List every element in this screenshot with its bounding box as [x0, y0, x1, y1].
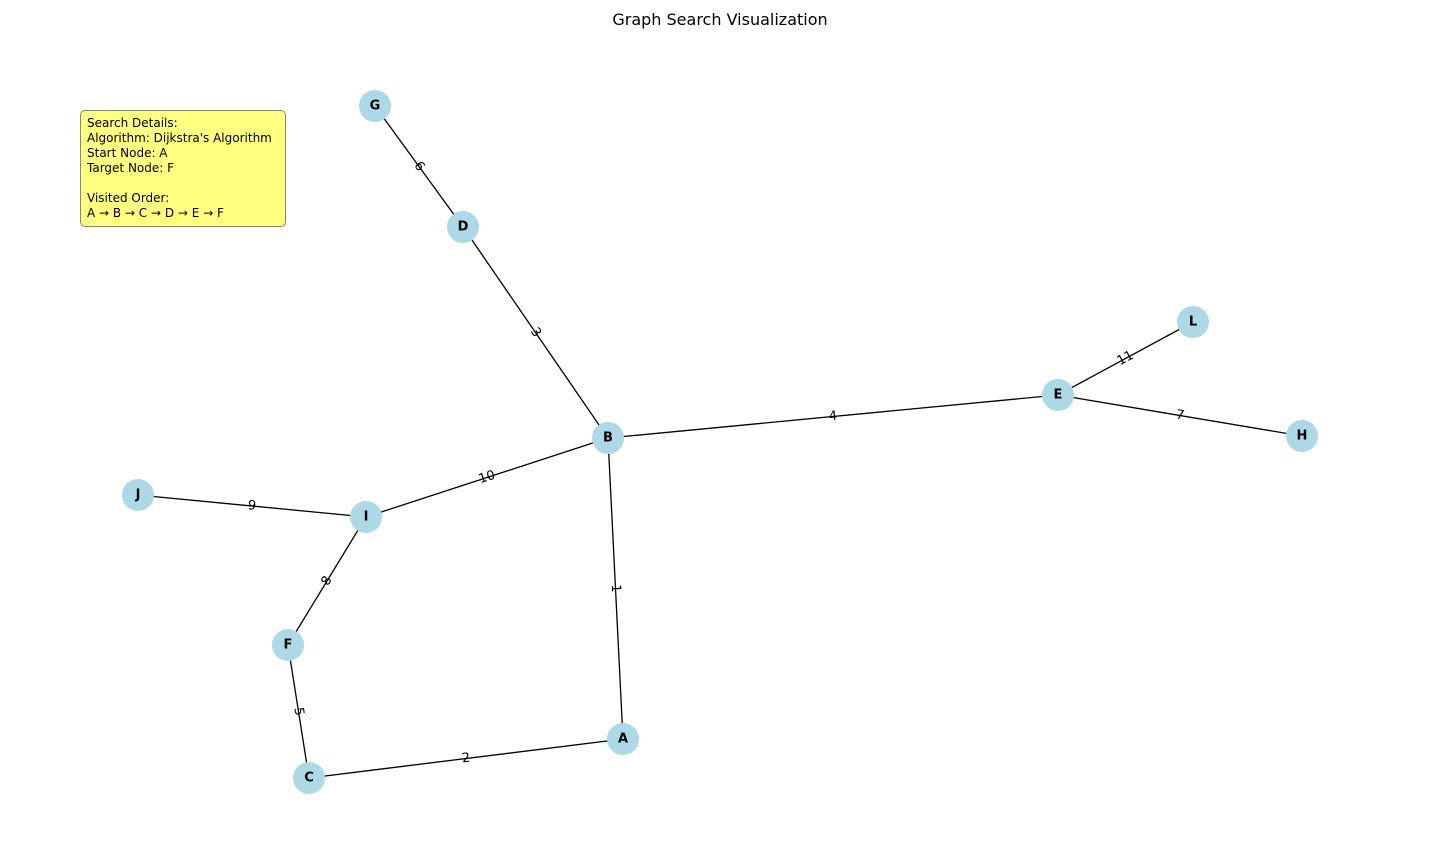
node-L: L [1177, 306, 1209, 338]
node-circle-I [350, 501, 382, 533]
algorithm-text: Algorithm: Dijkstra's Algorithm [87, 131, 272, 145]
node-label-L: L [1189, 315, 1197, 330]
node-C: C [293, 762, 325, 794]
node-circle-E [1042, 379, 1074, 411]
edge-F-C [287, 644, 310, 779]
node-label-E: E [1054, 388, 1063, 403]
nodes-layer: G D L E H B J I F A C [122, 90, 1318, 794]
edge-labels-layer: 6 3 4 11 7 10 9 8 5 1 2 [247, 159, 1185, 767]
node-I: I [350, 501, 382, 533]
node-circle-L [1177, 306, 1209, 338]
node-label-D: D [458, 220, 469, 235]
spacer [87, 176, 279, 191]
edges-layer [137, 105, 1303, 779]
start-node-text: Start Node: A [87, 146, 168, 160]
edge-J-I [137, 494, 367, 518]
edge-I-F [287, 516, 367, 646]
edge-weight-B-E: 4 [828, 409, 838, 425]
edge-G-D [374, 105, 464, 228]
node-F: F [272, 629, 304, 661]
edge-weight-F-C: 5 [290, 706, 306, 717]
node-J: J [122, 479, 154, 511]
node-circle-H [1286, 420, 1318, 452]
edge-weight-E-H: 7 [1175, 407, 1186, 423]
node-A: A [607, 723, 639, 755]
node-circle-F [272, 629, 304, 661]
node-circle-B [592, 422, 624, 454]
node-label-A: A [618, 732, 628, 747]
edge-weight-E-L: 11 [1115, 348, 1137, 369]
edge-weight-I-F: 8 [318, 574, 335, 589]
node-label-J: J [135, 488, 141, 503]
search-details-box: Search Details: Algorithm: Dijkstra's Al… [80, 110, 286, 227]
node-label-G: G [370, 99, 381, 114]
node-circle-C [293, 762, 325, 794]
edge-weight-C-A: 2 [461, 751, 471, 767]
edge-D-B [462, 226, 609, 439]
node-circle-D [447, 211, 479, 243]
visited-order-heading: Visited Order: [87, 191, 170, 205]
node-H: H [1286, 420, 1318, 452]
target-node-text: Target Node: F [87, 161, 175, 175]
edge-weight-B-A: 1 [608, 584, 623, 593]
node-label-F: F [284, 638, 293, 653]
edge-weight-G-D: 6 [410, 159, 427, 175]
edge-B-A [607, 437, 624, 740]
node-D: D [447, 211, 479, 243]
node-label-I: I [364, 510, 369, 525]
edge-B-E [607, 394, 1059, 439]
node-circle-J [122, 479, 154, 511]
node-label-B: B [603, 431, 613, 446]
edge-B-I [365, 437, 609, 518]
edge-E-L [1057, 321, 1194, 396]
edge-weight-B-I: 10 [477, 468, 497, 487]
node-label-C: C [304, 771, 314, 786]
edge-E-H [1057, 394, 1303, 437]
node-circle-A [607, 723, 639, 755]
search-details-heading: Search Details: [87, 116, 178, 130]
node-E: E [1042, 379, 1074, 411]
chart-title: Graph Search Visualization [612, 10, 828, 29]
edge-weight-D-B: 3 [527, 325, 544, 340]
node-circle-G [359, 90, 391, 122]
node-G: G [359, 90, 391, 122]
visited-order-text: A → B → C → D → E → F [87, 206, 224, 220]
node-B: B [592, 422, 624, 454]
edge-weight-J-I: 9 [247, 498, 257, 514]
edge-C-A [308, 738, 624, 779]
node-label-H: H [1297, 429, 1308, 444]
